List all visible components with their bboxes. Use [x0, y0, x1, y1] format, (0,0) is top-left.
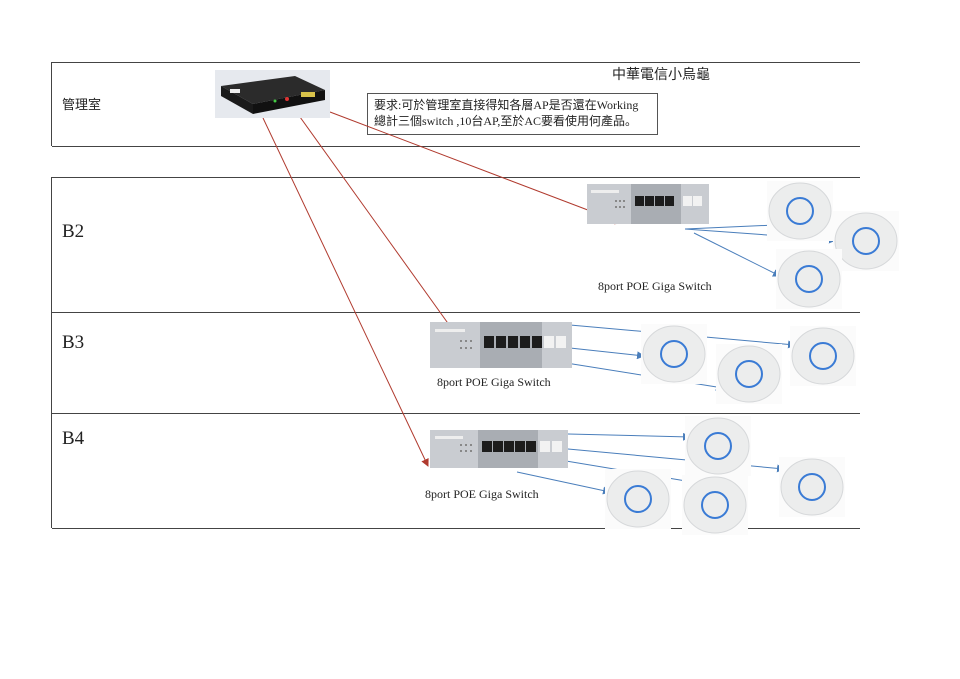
access-point-icon — [776, 249, 842, 309]
access-point-icon — [685, 416, 751, 476]
switch-caption-b3: 8port POE Giga Switch — [437, 375, 551, 389]
frame-b3-top-line — [52, 312, 860, 313]
frame-floors-left-line — [51, 177, 52, 528]
requirement-note-line-1: 要求:可於管理室直接得知各層AP是否還在Working — [374, 98, 639, 112]
access-point-icon — [779, 457, 845, 517]
uplink-b4 — [262, 117, 429, 467]
access-point-icon — [641, 324, 707, 384]
frame-b4-top-line — [52, 413, 860, 414]
frame-b2-top-line — [52, 177, 860, 178]
downlink-b3-ap1 — [569, 347, 645, 360]
frame-room-left-line — [51, 62, 52, 146]
access-point-icon — [716, 344, 782, 404]
room-label: 管理室 — [62, 97, 102, 112]
frame-bottom-line — [52, 528, 860, 529]
downlink-b2-ap1 — [684, 221, 776, 230]
access-point-icon — [833, 211, 899, 271]
diagram-title: 中華電信小烏龜 — [612, 68, 710, 83]
uplink-b3 — [299, 116, 471, 355]
access-point-icon — [767, 181, 833, 241]
floor-label-b3: B3 — [62, 332, 85, 353]
floor-label-b4: B4 — [62, 428, 85, 449]
access-point-icon — [790, 326, 856, 386]
access-point-icon — [682, 475, 748, 535]
downlink-b2-ap3 — [693, 232, 781, 277]
network-switch-icon — [430, 430, 568, 468]
requirement-note-line-2: 總計三個switch ,10台AP,至於AC要看使用何產品。 — [374, 114, 638, 128]
router-icon — [215, 70, 330, 118]
network-switch-icon — [430, 322, 572, 368]
switch-caption-b2: 8port POE Giga Switch — [598, 279, 712, 293]
switch-caption-b4: 8port POE Giga Switch — [425, 487, 539, 501]
downlink-b4-ap1 — [567, 432, 691, 441]
floor-label-b2: B2 — [62, 221, 85, 242]
frame-top-line — [52, 62, 860, 63]
access-point-icon — [605, 469, 671, 529]
network-switch-icon — [587, 184, 709, 224]
downlink-b4-ap2 — [567, 448, 785, 473]
requirement-note: 要求:可於管理室直接得知各層AP是否還在Working 總計三個switch ,… — [367, 93, 658, 135]
uplink-b2 — [329, 111, 623, 225]
downlink-b4-ap4 — [516, 471, 611, 495]
frame-room-bottom-line — [52, 146, 860, 147]
